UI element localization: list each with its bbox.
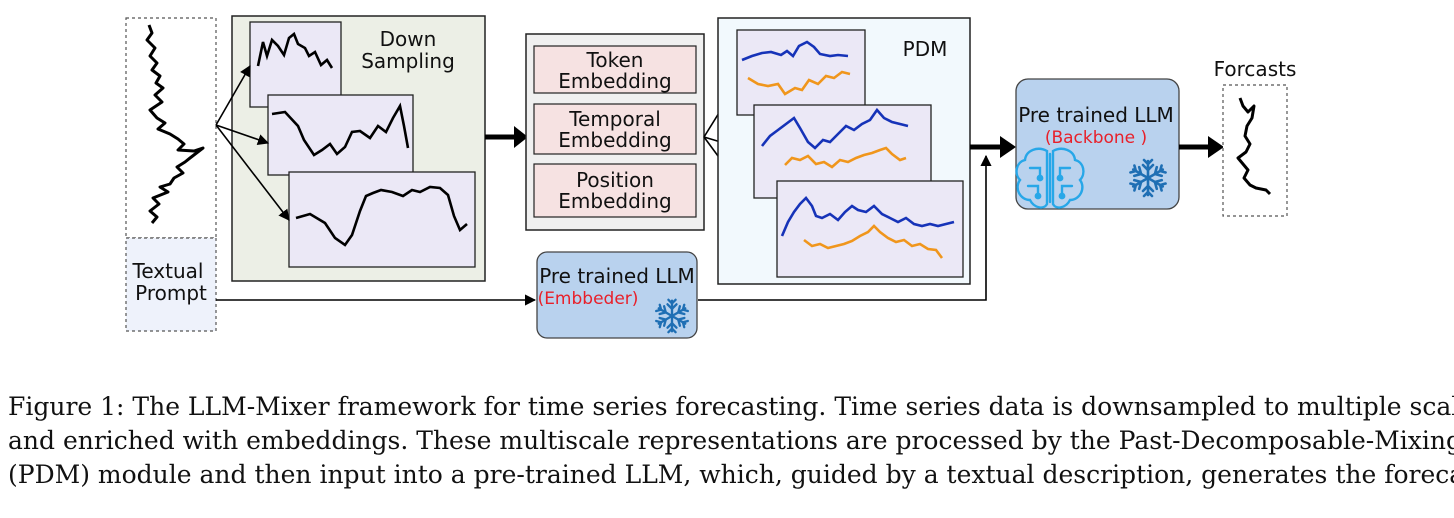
textual-prompt-line2: Prompt [135,281,207,305]
temporal-embedding-line2: Embedding [558,128,671,152]
backbone-title: Pre trained LLM [1018,103,1174,127]
down-sampling-panel: Down Sampling [231,15,486,282]
backbone-llm-box: Pre trained LLM (Backbone ) [1015,78,1180,210]
textual-prompt-line1: Textual [132,259,204,283]
down-sampling-label-1: Down [380,27,437,51]
pdm-plot-3 [776,180,964,278]
brain-circuit-icon [1015,147,1085,209]
temporal-embedding-line1: Temporal [568,107,661,131]
input-series-box [125,17,217,239]
figure-caption: Figure 1: The LLM-Mixer framework for ti… [8,390,1454,492]
token-embedding-line1: Token [586,48,644,72]
position-embedding-line1: Position [576,168,654,192]
input-series-line [145,24,205,224]
textual-prompt-box: Textual Prompt [125,237,217,332]
down-sampling-label-2: Sampling [361,49,455,73]
backbone-subtitle: (Backbone ) [1045,128,1147,148]
caption-line-2: and enriched with embeddings. These mult… [8,426,1454,455]
mini-plot-3 [288,171,476,268]
mini-plot-2 [267,94,414,176]
caption-line-1: Figure 1: The LLM-Mixer framework for ti… [8,392,1454,421]
caption-line-3: (PDM) module and then input into a pre-t… [8,460,1454,489]
framework-diagram: Textual Prompt Down Sampling Token Embed… [125,15,1297,339]
token-embedding-line2: Embedding [558,69,671,93]
position-embedding-line2: Embedding [558,189,671,213]
forecast-line [1236,97,1272,196]
position-embedding-box [533,163,697,218]
embedder-to-backbone-arrow [698,154,992,301]
embedding-panel: Token Embedding Temporal Embedding Posit… [525,33,705,231]
pdm-label: PDM [903,37,948,61]
temporal-embedding-box [533,103,697,155]
embedder-subtitle: (Embbeder) [538,289,639,309]
embedder-llm-box: Pre trained LLM (Embbeder) [536,251,698,339]
split-arrows [215,65,290,221]
pdm-panel: PDM [717,17,971,285]
embedder-title: Pre trained LLM [539,264,695,288]
forecasts-label: Forcasts [1214,57,1297,81]
forecasts-box: Forcasts [1214,57,1297,217]
token-embedding-box [533,45,697,94]
